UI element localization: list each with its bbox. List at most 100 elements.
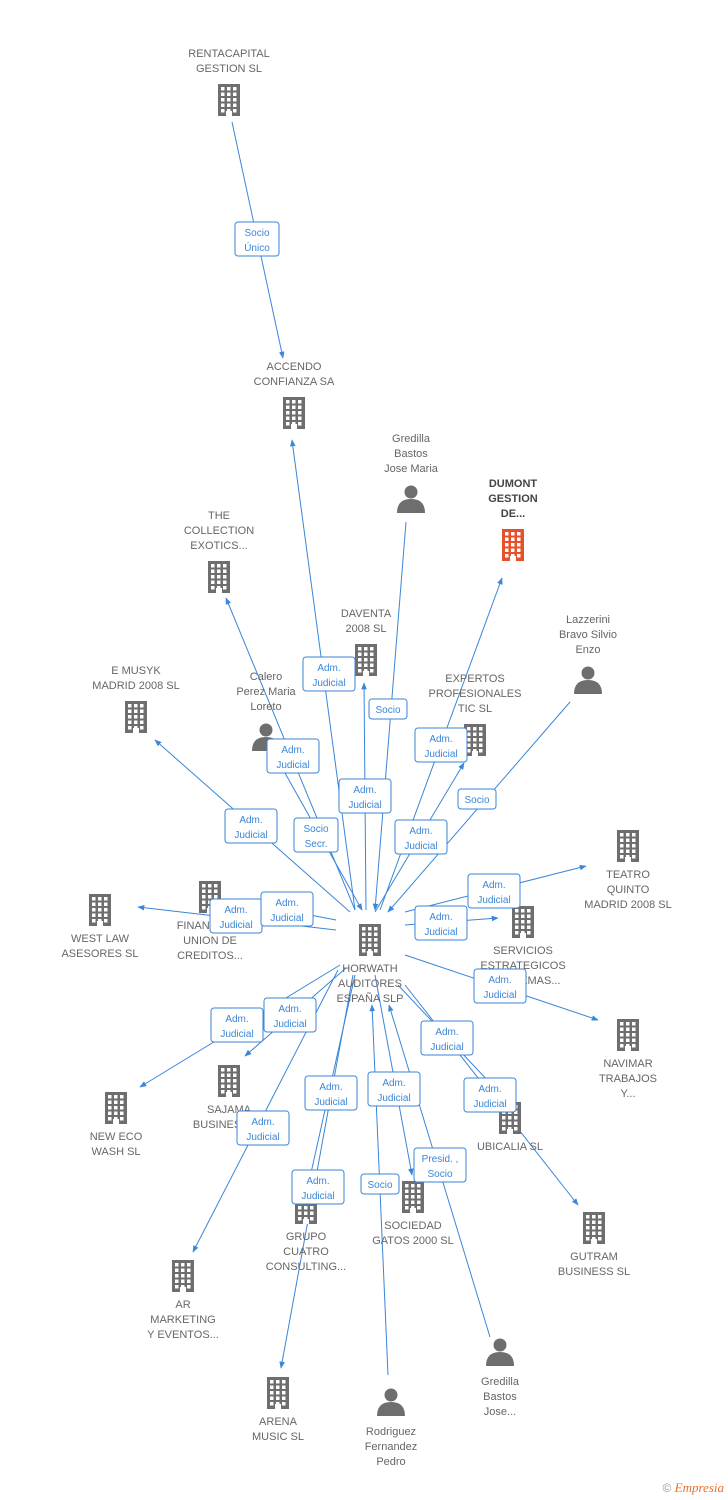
node-daventa[interactable]: DAVENTA 2008 SL	[341, 608, 392, 676]
node-label: DAVENTA	[341, 608, 392, 620]
building-icon	[267, 1377, 289, 1409]
edge-label-text: Judicial	[483, 990, 516, 1001]
node-label: Loreto	[250, 701, 281, 713]
edge-label-horwath-financiera[interactable]: Adm.Judicial	[260, 891, 314, 927]
edge-label-rodriguez-horwath[interactable]: Socio	[360, 1173, 400, 1195]
node-dumont[interactable]: DUMONTGESTIONDE...	[488, 478, 538, 561]
edge-label-horwath-ar[interactable]: Adm.Judicial	[236, 1110, 290, 1146]
edge-label-text: Adm.	[281, 745, 304, 756]
edge-label-gredilla_j-horwath[interactable]: Presid. ,Socio	[413, 1147, 467, 1183]
node-label: Lazzerini	[566, 614, 610, 626]
edge-label-text: Judicial	[473, 1099, 506, 1110]
edge-label-horwath-expertos[interactable]: Adm.Judicial	[394, 819, 448, 855]
edge-label-horwath-daventa[interactable]: Adm.Judicial	[338, 778, 392, 814]
node-label: Pedro	[376, 1456, 405, 1468]
brand-logo[interactable]: Empresia	[674, 1480, 724, 1495]
edge-label-text: Judicial	[314, 1097, 347, 1108]
building-icon	[512, 906, 534, 938]
edge-label-text: Adm.	[225, 1014, 248, 1025]
node-label: Y...	[620, 1088, 635, 1100]
edge-label-text: Adm.	[409, 826, 432, 837]
edge-label-text: Socio	[427, 1169, 452, 1180]
building-icon	[105, 1092, 127, 1124]
node-label: NAVIMAR	[603, 1058, 652, 1070]
edge-label-gredilla_jm-horwath[interactable]: Socio	[368, 698, 408, 720]
footer: © Empresia	[662, 1480, 724, 1496]
edge-label-text: Adm.	[239, 815, 262, 826]
edge-label-horwath-grupo[interactable]: Adm. Judicial	[304, 1075, 358, 1111]
node-label: TEATRO	[606, 869, 650, 881]
edge-label-horwath-accendo[interactable]: Adm.Judicial	[302, 656, 356, 692]
edge-label-text: Adm.	[319, 1082, 342, 1093]
edge-label-horwath-dumont[interactable]: Adm.Judicial	[414, 727, 468, 763]
edge-label-text: Judicial	[348, 800, 381, 811]
node-label: ESPAÑA SLP	[336, 992, 403, 1005]
node-westlaw[interactable]: WEST LAW ASESORES SL	[61, 894, 139, 960]
edge-label-text: Judicial	[220, 1029, 253, 1040]
building-icon	[218, 1065, 240, 1097]
edge-label-horwath-sociedad[interactable]: Adm.Judicial	[367, 1071, 421, 1107]
node-label: SOCIEDAD	[384, 1220, 442, 1232]
node-label: WEST LAW	[71, 933, 130, 945]
edge-label-horwath-ubicalia[interactable]: Adm.Judicial	[420, 1020, 474, 1056]
edge-label-horwath-sajama[interactable]: Adm.Judicial	[263, 997, 317, 1033]
edge-label-text: Socio	[375, 705, 400, 716]
edge-label-text: Adm.	[435, 1027, 458, 1038]
edge-label-horwath-servicios[interactable]: Adm.Judicial	[414, 905, 468, 941]
node-label: GUTRAM	[570, 1251, 618, 1263]
person-icon	[377, 1388, 405, 1416]
node-label: TIC SL	[458, 703, 492, 715]
node-label: 2008 SL	[346, 623, 387, 635]
node-label: ASESORES SL	[61, 948, 138, 960]
edge-label-text: Adm.	[317, 663, 340, 674]
node-label: EXPERTOS	[445, 673, 505, 685]
building-icon	[502, 529, 524, 561]
edge-label-horwath-neweco[interactable]: Adm. Judicial	[210, 1007, 264, 1043]
node-gredilla_j[interactable]: GredillaBastosJose...	[481, 1338, 520, 1419]
edge-label-horwath-arena[interactable]: Adm.Judicial	[291, 1169, 345, 1205]
edge-label-horwath-navimar[interactable]: Adm.Judicial	[473, 968, 527, 1004]
node-label: TRABAJOS	[599, 1073, 657, 1085]
node-label: UBICALIA SL	[477, 1141, 543, 1153]
edge-label-horwath-teatro[interactable]: Adm.Judicial	[467, 873, 521, 909]
edge-label-text: Adm.	[429, 734, 452, 745]
node-label: ACCENDO	[266, 361, 321, 373]
node-navimar[interactable]: NAVIMAR TRABAJOS Y...	[599, 1019, 657, 1100]
edge-label-horwath-westlaw[interactable]: Adm.Judicial	[209, 898, 263, 934]
node-label: DE...	[501, 508, 525, 520]
edge-label-horwath-collection[interactable]: Adm.Judicial	[266, 738, 320, 774]
building-icon	[617, 830, 639, 862]
node-label: CONSULTING...	[266, 1261, 346, 1273]
edge-label-lazzerini-horwath[interactable]: Socio	[457, 788, 497, 810]
node-label: MADRID 2008 SL	[584, 899, 671, 911]
node-label: Gredilla	[392, 433, 431, 445]
node-label: MUSIC SL	[252, 1431, 304, 1443]
node-label: E MUSYK	[111, 665, 161, 677]
building-icon	[208, 561, 230, 593]
node-label: Bastos	[394, 448, 428, 460]
edge-label-horwath-emusyk[interactable]: Adm.Judicial	[224, 808, 278, 844]
node-collection[interactable]: THECOLLECTIONEXOTICS...	[184, 510, 254, 593]
edge-label-text: Judicial	[246, 1132, 279, 1143]
edge-label-horwath-gutram[interactable]: Adm.Judicial	[463, 1077, 517, 1113]
node-label: SERVICIOS	[493, 945, 553, 957]
person-icon	[397, 485, 425, 513]
building-icon	[89, 894, 111, 926]
